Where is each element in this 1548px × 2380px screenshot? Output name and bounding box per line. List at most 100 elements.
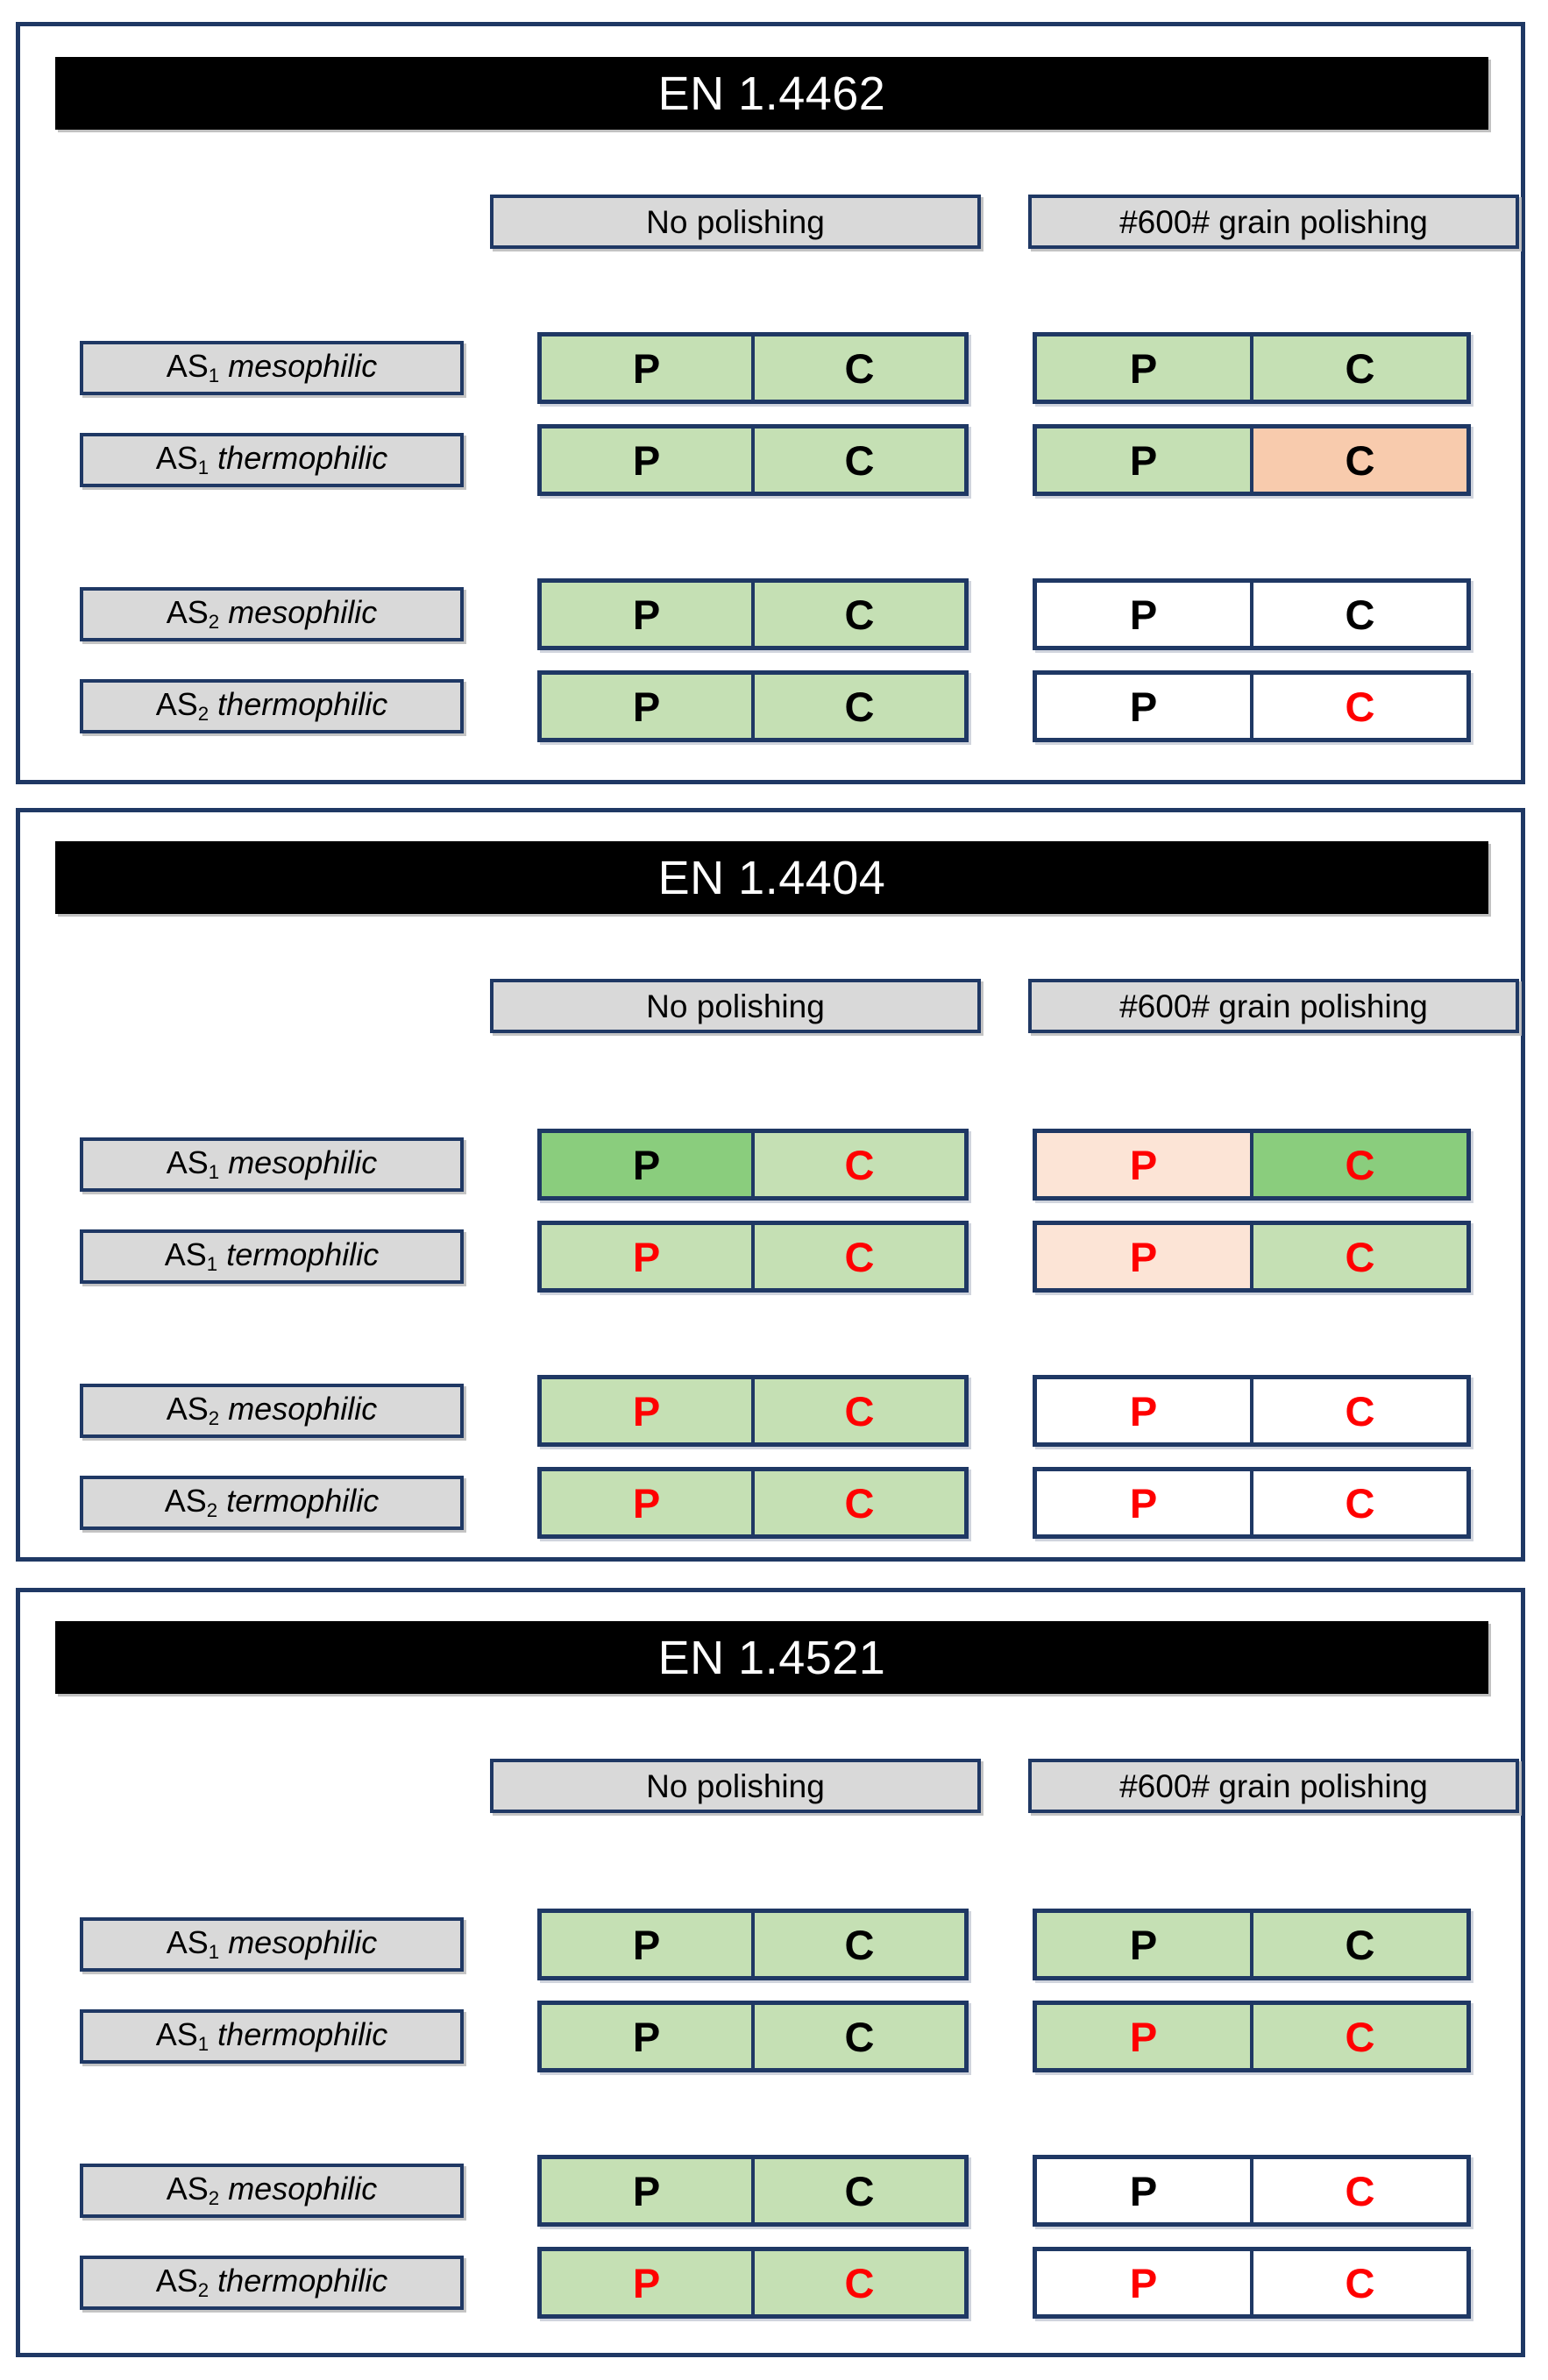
result-cell-pitting: P <box>542 1471 755 1534</box>
row-label-prefix: AS <box>166 593 209 630</box>
row-label-suffix: termophilic <box>217 1236 380 1272</box>
result-cell-crevice: C <box>1253 336 1466 400</box>
row-label-box: AS2 thermophilic <box>80 2256 464 2310</box>
result-cell-crevice: C <box>755 1379 964 1442</box>
row-label-subscript: 1 <box>208 1160 220 1183</box>
result-cell-pitting: P <box>1037 583 1253 646</box>
result-cell-pitting: P <box>542 2159 755 2222</box>
result-cell-pitting: P <box>1037 2159 1253 2222</box>
row-label-text: AS1 mesophilic <box>167 1926 378 1963</box>
result-cell-pitting: P <box>542 1225 755 1288</box>
column-header-label: No polishing <box>646 988 825 1024</box>
result-cell-crevice: C <box>755 1133 964 1196</box>
result-cell-pitting: P <box>542 1913 755 1976</box>
row-label-subscript: 1 <box>206 1252 218 1275</box>
row-label-suffix: thermophilic <box>209 2015 388 2052</box>
row-label-box: AS2 termophilic <box>80 1476 464 1530</box>
result-cell-crevice: C <box>1253 2159 1466 2222</box>
row-label-text: AS1 termophilic <box>165 1236 380 1275</box>
result-cell-crevice: C <box>755 1913 964 1976</box>
row-label-box: AS1 mesophilic <box>80 341 464 395</box>
material-panel: EN 1.4404 No polishing #600# grain polishi… <box>16 808 1525 1562</box>
row-label-prefix: AS <box>164 1482 207 1519</box>
result-cell-crevice: C <box>1253 1379 1466 1442</box>
row-label-text: AS1 mesophilic <box>166 347 378 386</box>
row-label-suffix: mesophilic <box>219 1144 378 1180</box>
row-label-suffix: thermophilic <box>209 685 388 722</box>
result-cell-pitting: P <box>542 675 755 738</box>
column-header-label: #600# grain polishing <box>1119 203 1428 240</box>
row-label-box: AS1 thermophilic <box>80 2009 464 2064</box>
material-panel: EN 1.4462 No polishing #600# grain polishi… <box>16 22 1525 784</box>
row-label-box: AS1 termophilic <box>80 1229 464 1284</box>
row-label-box: AS2 mesophilic <box>80 1384 464 1438</box>
row-label-subscript: 2 <box>206 1498 218 1521</box>
row-label-text: AS1 thermophilic <box>156 439 388 478</box>
row-label-box: AS2 mesophilic <box>80 587 464 641</box>
column-header-grain-polishing: #600# grain polishing <box>1028 195 1519 249</box>
result-cell-crevice: C <box>755 1471 964 1534</box>
row-label-box: AS2 thermophilic <box>80 679 464 733</box>
result-cell-crevice: C <box>1253 583 1466 646</box>
row-label-suffix: thermophilic <box>209 2262 388 2299</box>
result-cell-crevice: C <box>755 429 964 492</box>
result-cell-crevice: C <box>1253 1471 1466 1534</box>
result-cell-pitting: P <box>1037 1471 1253 1534</box>
panel-title: EN 1.4462 <box>657 67 886 120</box>
row-label-box: AS2 mesophilic <box>80 2164 464 2218</box>
row-label-prefix: AS <box>166 347 209 384</box>
result-cell-pitting: P <box>1037 1225 1253 1288</box>
row-label-text: AS2 mesophilic <box>167 2170 378 2209</box>
row-label-subscript: 2 <box>197 2278 209 2301</box>
result-cell-pitting: P <box>542 1133 755 1196</box>
row-label-subscript: 1 <box>208 364 220 386</box>
result-cell-pitting: P <box>542 1379 755 1442</box>
row-label-text: AS2 termophilic <box>164 1482 380 1521</box>
row-label-suffix: thermophilic <box>209 439 388 476</box>
result-cell-pitting: P <box>1037 336 1253 400</box>
result-cell-crevice: C <box>755 583 964 646</box>
row-label-text: AS2 thermophilic <box>156 2262 388 2301</box>
row-label-subscript: 2 <box>208 2186 220 2209</box>
result-cell-pitting: P <box>1037 429 1253 492</box>
row-label-prefix: AS <box>166 1144 209 1180</box>
column-header-label: #600# grain polishing <box>1119 988 1428 1024</box>
panel-title-bar: EN 1.4404 <box>55 841 1488 914</box>
row-label-subscript: 2 <box>208 1406 220 1429</box>
row-label-suffix: mesophilic <box>219 347 378 384</box>
row-label-prefix: AS <box>166 1390 209 1427</box>
row-label-suffix: mesophilic <box>219 2170 378 2206</box>
result-cell-crevice: C <box>755 2251 964 2314</box>
result-cell-crevice: C <box>1253 1225 1466 1288</box>
result-cell-pitting: P <box>542 2251 755 2314</box>
column-header-no-polishing: No polishing <box>490 195 981 249</box>
row-label-prefix: AS <box>155 2015 198 2052</box>
result-cell-pitting: P <box>542 583 755 646</box>
row-label-box: AS1 mesophilic <box>80 1137 464 1192</box>
row-label-text: AS2 mesophilic <box>166 593 378 633</box>
panel-title-bar: EN 1.4521 <box>55 1621 1488 1694</box>
column-header-no-polishing: No polishing <box>490 979 981 1033</box>
result-cell-pitting: P <box>1037 1379 1253 1442</box>
row-label-subscript: 1 <box>208 1940 220 1963</box>
result-cell-crevice: C <box>1253 1913 1466 1976</box>
row-label-prefix: AS <box>155 685 198 722</box>
row-label-suffix: mesophilic <box>219 593 378 630</box>
row-label-text: AS1 thermophilic <box>155 2015 388 2055</box>
column-header-label: No polishing <box>646 1767 825 1804</box>
